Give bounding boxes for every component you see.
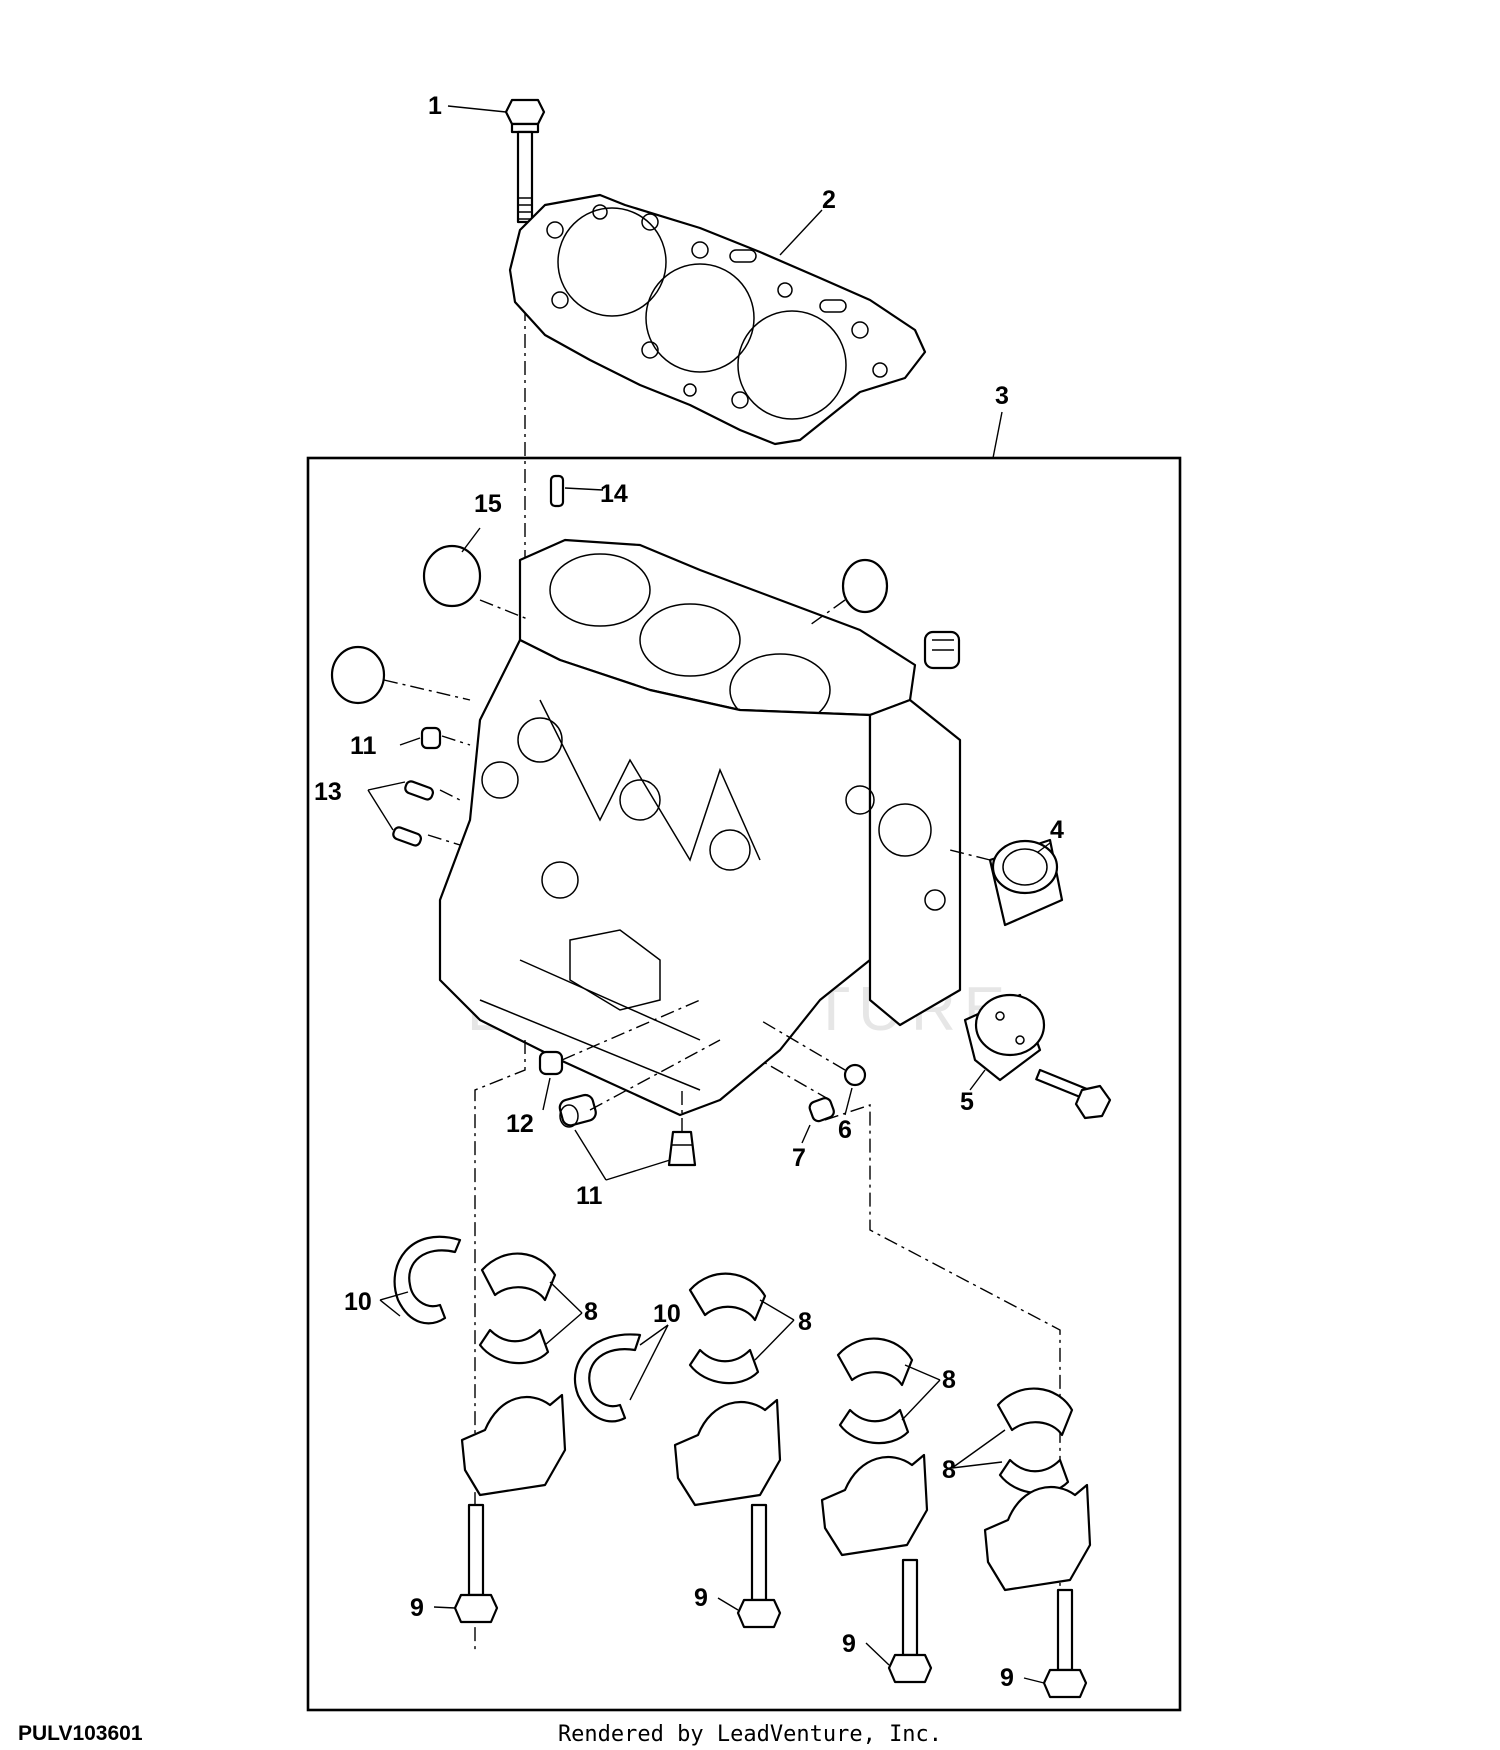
callout-8a[interactable]: 8 bbox=[584, 1298, 598, 1326]
bushing-axis-line bbox=[949, 849, 991, 861]
callout-15[interactable]: 15 bbox=[474, 490, 502, 518]
callout-5[interactable]: 5 bbox=[960, 1088, 974, 1116]
main-bearing-bolt-3[interactable] bbox=[887, 1558, 933, 1684]
main-bearing-cap-1[interactable] bbox=[460, 1393, 567, 1497]
plug-lower-bottom[interactable] bbox=[667, 1130, 697, 1167]
callout-11a[interactable]: 11 bbox=[350, 732, 377, 760]
callout-leaders bbox=[367, 105, 1051, 1684]
callout-8c[interactable]: 8 bbox=[942, 1366, 956, 1394]
main-bearing-cap-3[interactable] bbox=[820, 1453, 929, 1557]
callout-8d[interactable]: 8 bbox=[942, 1456, 956, 1484]
callout-14[interactable]: 14 bbox=[600, 480, 628, 508]
cylinder-block-assembly-frame bbox=[306, 456, 1182, 1712]
bearing-shell-2[interactable] bbox=[688, 1272, 767, 1385]
plug-12[interactable] bbox=[538, 1050, 564, 1076]
pin-7[interactable] bbox=[808, 1096, 836, 1123]
callout-12[interactable]: 12 bbox=[506, 1110, 534, 1138]
plug-6[interactable] bbox=[843, 1063, 867, 1087]
callout-9b[interactable]: 9 bbox=[694, 1584, 708, 1612]
thrust-washer-left[interactable] bbox=[393, 1235, 462, 1325]
callout-8b[interactable]: 8 bbox=[798, 1308, 812, 1336]
main-bearing-cap-4[interactable] bbox=[983, 1483, 1092, 1592]
callout-10b[interactable]: 10 bbox=[653, 1300, 681, 1328]
bearing-shell-3[interactable] bbox=[836, 1337, 914, 1445]
head-bolt[interactable] bbox=[504, 98, 546, 224]
callout-labels: 1 2 3 4 5 6 7 8 8 8 8 9 9 9 9 10 10 11 1… bbox=[314, 92, 1064, 1692]
callout-9c[interactable]: 9 bbox=[842, 1630, 856, 1658]
callout-1[interactable]: 1 bbox=[428, 92, 442, 120]
plug-lower-left[interactable] bbox=[558, 1093, 598, 1128]
head-gasket[interactable] bbox=[508, 193, 927, 446]
dowel-13-lower[interactable] bbox=[392, 826, 423, 847]
camshaft-bushing[interactable] bbox=[988, 838, 1064, 927]
dowel-13-upper[interactable] bbox=[404, 780, 435, 801]
main-bearing-bolt-4[interactable] bbox=[1042, 1588, 1088, 1699]
bearing-shell-4[interactable] bbox=[996, 1387, 1074, 1495]
callout-11b[interactable]: 11 bbox=[576, 1182, 603, 1210]
cover-bolt[interactable] bbox=[1035, 1068, 1112, 1120]
main-bearing-bolt-1[interactable] bbox=[453, 1503, 499, 1624]
cylinder-block[interactable] bbox=[438, 538, 962, 1117]
callout-3[interactable]: 3 bbox=[995, 382, 1009, 410]
idler-cover[interactable] bbox=[963, 993, 1046, 1082]
expansion-plug[interactable] bbox=[330, 544, 889, 705]
callout-4[interactable]: 4 bbox=[1050, 816, 1064, 844]
main-bearing-bolt-2[interactable] bbox=[736, 1503, 782, 1629]
plug-upper[interactable] bbox=[420, 726, 442, 750]
bearing-shell-1[interactable] bbox=[478, 1252, 557, 1365]
bearing-axis-lines bbox=[474, 1040, 1061, 1680]
side-plug[interactable] bbox=[923, 630, 961, 670]
rendered-by-credit: Rendered by LeadVenture, Inc. bbox=[557, 1722, 943, 1747]
callout-6[interactable]: 6 bbox=[838, 1116, 852, 1144]
callout-2[interactable]: 2 bbox=[822, 186, 836, 214]
main-bearing-cap-2[interactable] bbox=[673, 1398, 782, 1507]
callout-13[interactable]: 13 bbox=[314, 778, 342, 806]
dowel-pin[interactable] bbox=[549, 474, 565, 508]
callout-9d[interactable]: 9 bbox=[1000, 1664, 1014, 1692]
callout-7[interactable]: 7 bbox=[792, 1144, 806, 1172]
thrust-washer-center[interactable] bbox=[573, 1333, 642, 1423]
diagram-id: PULV103601 bbox=[18, 1722, 143, 1745]
callout-10a[interactable]: 10 bbox=[344, 1288, 372, 1316]
callout-9a[interactable]: 9 bbox=[410, 1594, 424, 1622]
